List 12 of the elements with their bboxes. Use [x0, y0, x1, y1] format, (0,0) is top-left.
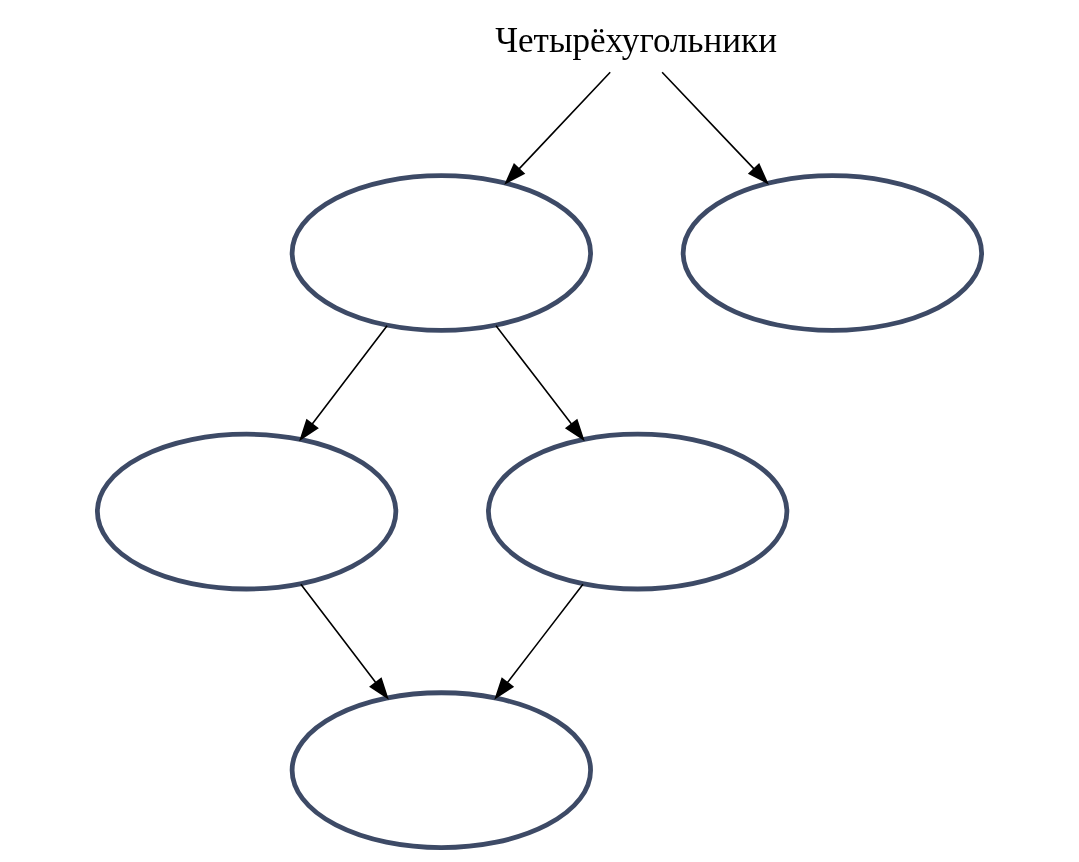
arrow [504, 71, 611, 185]
arrow [495, 324, 585, 442]
node-ellipse [95, 431, 399, 592]
node-ellipse [289, 173, 593, 333]
node-text: Четырёхугольники [495, 21, 777, 61]
node-ellipse [486, 431, 790, 592]
arrow [661, 71, 769, 185]
node-ellipse [680, 173, 984, 333]
arrow [300, 583, 389, 700]
arrow [494, 583, 584, 700]
arrow [299, 324, 388, 442]
node-ellipse [289, 690, 593, 850]
